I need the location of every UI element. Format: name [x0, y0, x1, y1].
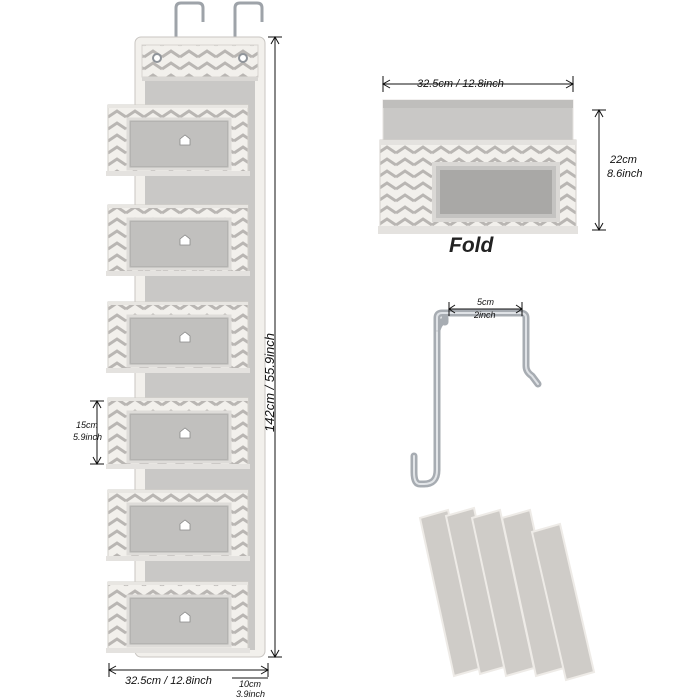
support-boards	[418, 506, 596, 682]
total-height-label: 142cm / 55.9inch	[262, 332, 277, 432]
fold-height-inch-label: 8.6inch	[607, 168, 643, 180]
pocket	[106, 397, 250, 469]
pocket-height-inch-label: 5.9inch	[73, 432, 103, 442]
support-board	[530, 522, 596, 682]
label-holder-icon	[179, 611, 191, 623]
pocket	[106, 489, 250, 561]
fold-height-cm-label: 22cm	[610, 154, 637, 166]
pocket	[106, 301, 250, 373]
folded-organizer	[378, 99, 578, 234]
depth-inch-label: 3.9inch	[236, 689, 266, 699]
label-holder-icon	[179, 234, 191, 246]
pocket-height-cm-label: 15cm	[76, 420, 99, 430]
grommet-right	[238, 53, 248, 63]
door-hook-right	[233, 1, 264, 48]
grommet-left	[152, 53, 162, 63]
fold-label: Fold	[449, 234, 494, 257]
pocket-group	[106, 104, 250, 653]
top-chevron-band	[141, 44, 259, 78]
pocket	[106, 204, 250, 276]
hanging-organizer	[106, 1, 266, 658]
total-width-label: 32.5cm / 12.8inch	[125, 675, 212, 687]
label-holder-icon	[179, 134, 191, 146]
pocket	[106, 581, 250, 653]
label-holder-icon	[179, 331, 191, 343]
fold-width-label: 32.5cm / 12.8inch	[417, 78, 504, 90]
pocket	[106, 104, 250, 176]
metal-hook	[410, 309, 542, 488]
hook-width-inch-label: 2inch	[474, 310, 496, 320]
dimension-lines	[90, 35, 282, 679]
door-hook-left	[174, 1, 205, 48]
label-holder-icon	[179, 519, 191, 531]
hook-width-cm-label: 5cm	[477, 297, 495, 307]
label-holder-icon	[179, 427, 191, 439]
depth-cm-label: 10cm	[239, 679, 262, 689]
